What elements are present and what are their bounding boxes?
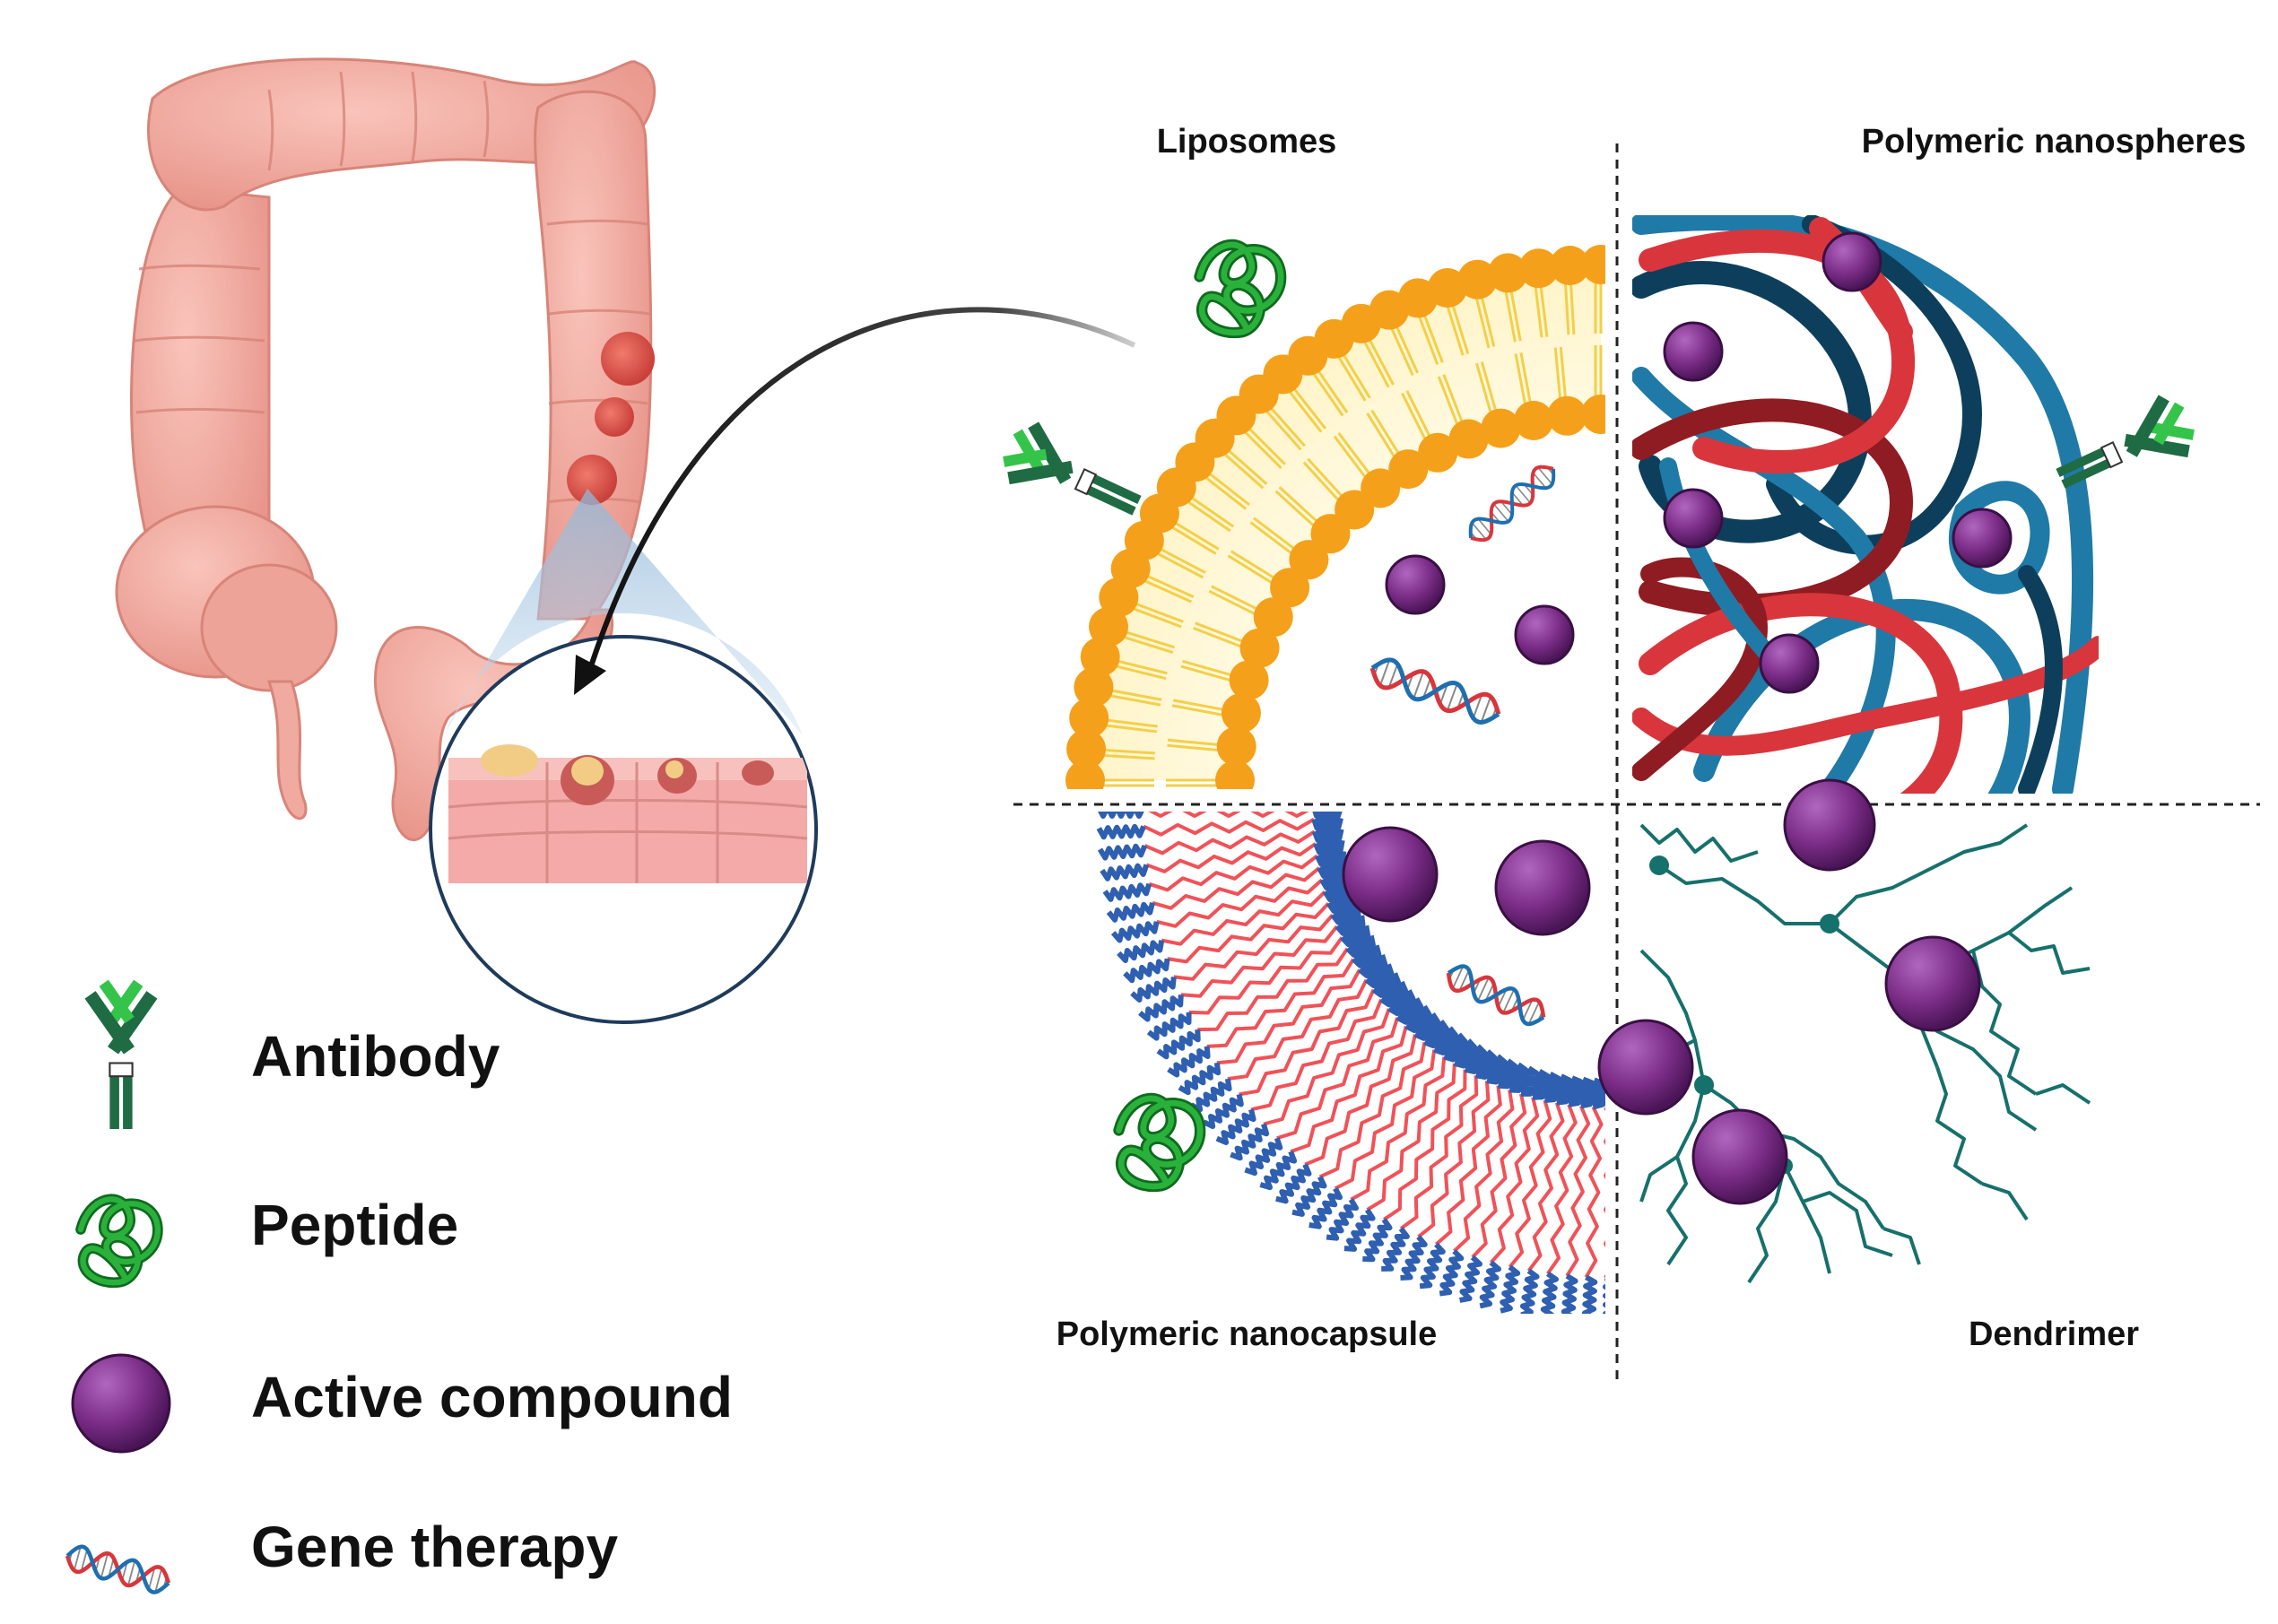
- nanosphere-compound-3: [1663, 488, 1724, 549]
- polymer-chains: [1096, 812, 1605, 1314]
- liposomes-label: Liposomes: [1157, 123, 1337, 161]
- dendrimer-label: Dendrimer: [1969, 1316, 2139, 1353]
- nanosphere-compound-2: [1663, 321, 1724, 382]
- polymeric-nanocapsule-quadrant: [1096, 812, 1605, 1314]
- liposome-peptide: [1194, 239, 1287, 339]
- nanosphere-antibody: [2056, 395, 2195, 489]
- liposome-antibody: [1003, 421, 1142, 516]
- legend-label-antibody: Antibody: [251, 1024, 500, 1089]
- dna-icon: [65, 1544, 171, 1594]
- nanocapsule-peptide: [1113, 1092, 1206, 1193]
- nanocapsule-dna: [1446, 964, 1546, 1027]
- polymeric-nanocapsule-label: Polymeric nanocapsule: [1056, 1316, 1438, 1353]
- lipid-heads: [1065, 245, 1605, 789]
- nanosphere-compound-4: [1952, 508, 2013, 569]
- dendrimer-quadrant: [1639, 823, 2091, 1284]
- antibody-icon: [84, 979, 158, 1129]
- nanocapsule-compound-1: [1342, 826, 1439, 923]
- liposome-quadrant: [1065, 245, 1605, 789]
- legend: Antibody Peptide Active compound Gene th…: [251, 1024, 733, 1579]
- legend-label-peptide: Peptide: [251, 1193, 458, 1257]
- dendrimer-compound-2: [1884, 935, 1981, 1032]
- nanosphere-compound-5: [1759, 633, 1820, 694]
- dendrimer-compound-1: [1783, 778, 1876, 872]
- dendrimer-compound-3: [1597, 1019, 1694, 1116]
- curved-arrow: [574, 307, 1136, 695]
- polymeric-nanosphere-quadrant: [1632, 215, 2099, 794]
- legend-label-active-compound: Active compound: [251, 1365, 733, 1429]
- dendrimer-compound-4: [1691, 1108, 1788, 1205]
- nanosphere-compound-1: [1822, 231, 1882, 292]
- nanocapsule-compound-2: [1494, 839, 1591, 936]
- liposome-dna-1: [1468, 465, 1556, 543]
- zoom-cone: [444, 489, 803, 735]
- tissue-zoom-circle: [429, 635, 818, 1024]
- liposome-compound-2: [1514, 604, 1575, 665]
- liposome-dna-2: [1369, 657, 1501, 725]
- liposome-compound-1: [1385, 554, 1446, 615]
- peptide-icon: [75, 1194, 163, 1289]
- legend-label-gene-therapy: Gene therapy: [251, 1515, 618, 1579]
- polymeric-nanospheres-label: Polymeric nanospheres: [1862, 123, 2247, 161]
- active-compound-icon: [71, 1353, 171, 1454]
